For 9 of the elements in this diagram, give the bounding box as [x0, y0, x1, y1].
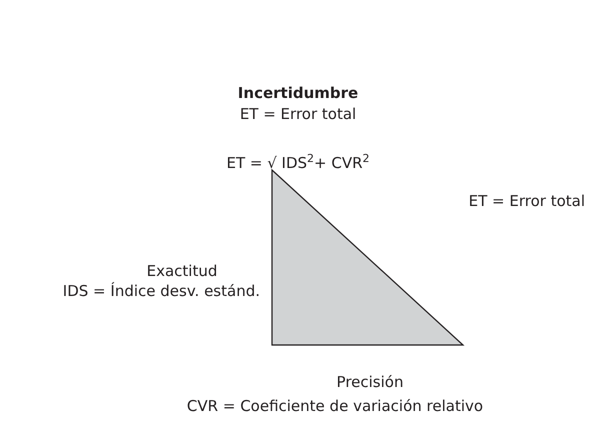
axis-label: Exactitud: [146, 262, 218, 280]
definition-text: ET = Error total: [468, 192, 585, 210]
formula: ET = √ IDS$^{2}$+ CVR$^{2}$: [226, 151, 370, 172]
definition-text: IDS = Índice desv. estánd.: [62, 282, 260, 300]
definition-text: ET = Error total: [240, 105, 356, 123]
right-triangle: [271, 168, 465, 346]
title: Incertidumbre: [238, 84, 358, 102]
axis-label: Precisión: [336, 373, 404, 391]
definition-text: CVR = Coeficiente de variación relativo: [186, 397, 484, 415]
